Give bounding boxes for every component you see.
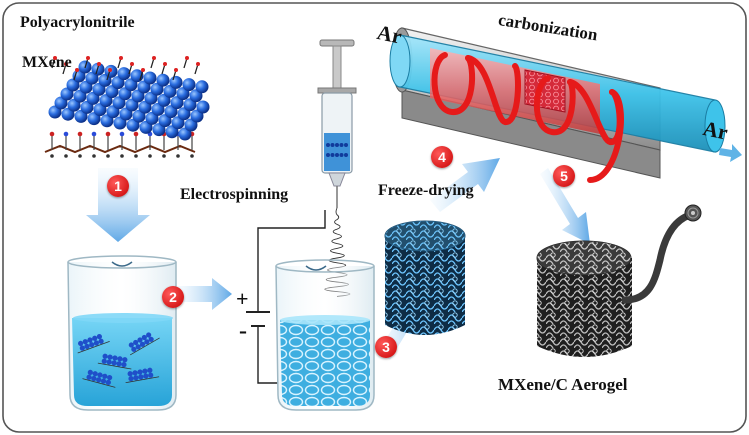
atom: [169, 75, 183, 89]
polymer-chain: [44, 131, 196, 158]
atom: [196, 100, 210, 114]
gas-outlet-arrow: [719, 144, 742, 162]
atom: [195, 80, 209, 94]
argon-inlet-label: Ar: [375, 20, 404, 49]
syringe: [317, 39, 357, 208]
mxene-label: MXene: [22, 54, 72, 71]
atom: [156, 73, 170, 87]
arrow-step-2: [176, 278, 232, 310]
negative-terminal: -: [239, 318, 247, 344]
atom: [143, 71, 157, 85]
atom: [182, 78, 196, 92]
step-5-badge: 5: [553, 165, 575, 187]
freeze-drying-label: Freeze-drying: [378, 182, 474, 199]
dispersed-mxene-flakes: [77, 332, 160, 388]
argon-outlet-label: Ar: [701, 116, 730, 145]
tube-furnace: [389, 27, 726, 183]
arrow-step-1: [86, 168, 150, 242]
step-3-badge: 3: [375, 336, 397, 358]
arrow-step-5: [540, 168, 590, 244]
step-2-badge: 2: [162, 286, 184, 308]
polyacrylonitrile-label: Polyacrylonitrile: [20, 14, 135, 31]
atom: [117, 67, 131, 81]
beaker-collector: [275, 259, 375, 411]
beaker-mxene-pan: [67, 255, 177, 411]
mxene-structure: [44, 56, 210, 158]
mxene-c-aerogel: [536, 204, 702, 357]
electrospinning-label: Electrospinning: [180, 186, 289, 203]
arrow-step-4: [430, 158, 500, 212]
heating-coil: [431, 52, 624, 183]
freeze-dried-aerogel: [384, 220, 466, 335]
carbon-fiber-strand: [621, 211, 694, 304]
power-supply-circuit: [246, 210, 326, 384]
positive-terminal: +: [236, 286, 249, 311]
step-1-badge: 1: [107, 175, 129, 197]
product-label: MXene/C Aerogel: [498, 375, 628, 394]
step-4-badge: 4: [431, 146, 453, 168]
